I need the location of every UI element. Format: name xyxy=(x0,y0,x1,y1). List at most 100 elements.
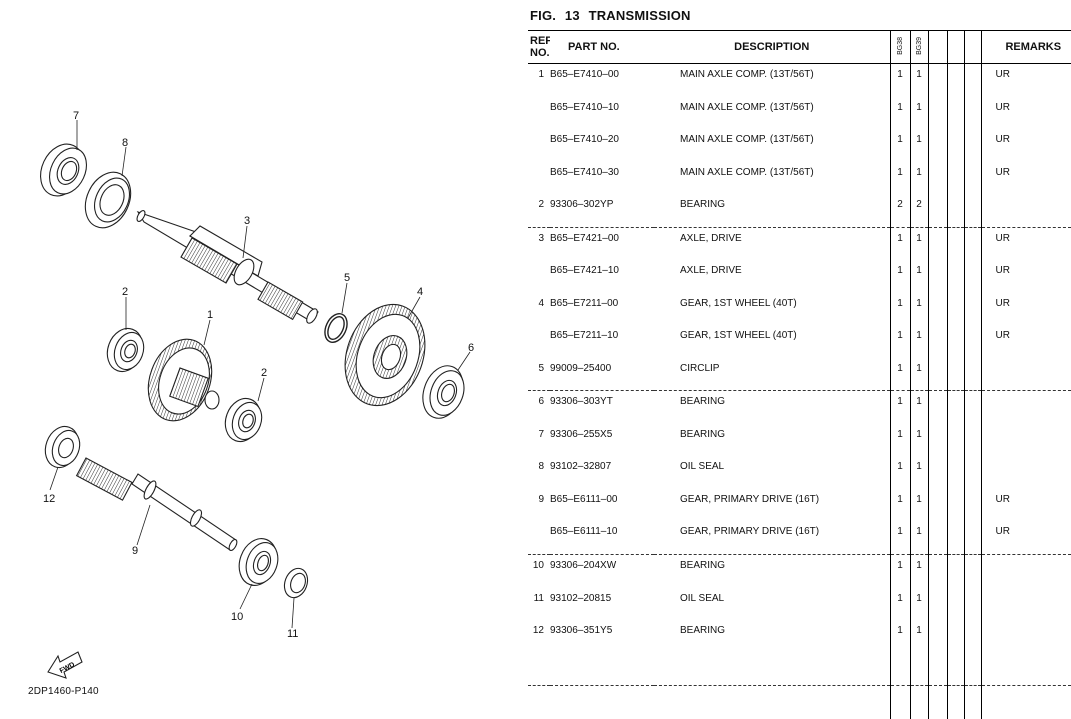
empty-cell-1 xyxy=(927,488,947,522)
blank-cell xyxy=(963,685,981,719)
part-no-cell: B65–E7410–00 xyxy=(550,69,619,80)
figure-number: 13 xyxy=(564,8,580,23)
header-empty-col-2 xyxy=(946,30,964,64)
qty-bg39-cell: 1 xyxy=(909,620,928,653)
empty-cell-1 xyxy=(927,96,947,130)
ref-no-cell xyxy=(528,260,550,293)
qty-bg39-cell: 1 xyxy=(909,161,928,195)
description-cell: BEARING xyxy=(654,390,890,424)
empty-cell-3 xyxy=(963,521,981,555)
qty-bg38-cell: 2 xyxy=(889,194,910,228)
empty-cell-2 xyxy=(946,325,964,358)
drive-axle-3-drawing xyxy=(136,210,319,324)
callout-4: 4 xyxy=(417,286,423,298)
empty-cell-1 xyxy=(927,292,947,326)
description-cell: GEAR, PRIMARY DRIVE (16T) xyxy=(680,526,820,538)
empty-cell-1 xyxy=(927,226,947,261)
empty-cell-3 xyxy=(963,357,981,391)
qty-bg38-cell: 1 xyxy=(889,226,910,261)
blank-cell xyxy=(654,685,890,719)
header-description: DESCRIPTION xyxy=(654,30,890,64)
description-cell: GEAR, PRIMARY DRIVE (16T) xyxy=(680,493,820,505)
part-no-cell: B65–E7410–30 xyxy=(550,166,619,178)
qty-bg38-cell: 1 xyxy=(889,292,910,326)
empty-cell-3 xyxy=(963,129,981,162)
header-empty-col-1 xyxy=(927,30,947,64)
empty-cell-1 xyxy=(927,390,947,424)
empty-cell-3 xyxy=(963,96,981,130)
remarks-cell: UR xyxy=(980,488,1071,522)
part-no-cell: B65–E7421–10 xyxy=(550,265,619,277)
qty-bg39-cell: 1 xyxy=(909,96,928,130)
header-part-no: PART NO. xyxy=(550,30,654,64)
blank-cell xyxy=(528,653,550,686)
description-cell: MAIN AXLE COMP. (13T/56T) xyxy=(680,166,814,178)
qty-bg39-cell: 1 xyxy=(909,325,928,358)
part-no-cell: B65–E6111–10 xyxy=(550,526,618,538)
callout-11: 11 xyxy=(287,628,298,640)
description-cell: BEARING xyxy=(680,625,726,637)
empty-cell-1 xyxy=(927,620,947,653)
oil-seal-8-drawing xyxy=(84,171,132,229)
remarks-cell xyxy=(980,587,1071,621)
empty-cell-3 xyxy=(963,456,981,489)
qty-bg39-cell: 1 xyxy=(909,488,928,522)
empty-cell-1 xyxy=(927,161,947,195)
remarks-cell xyxy=(980,620,1071,653)
blank-row xyxy=(528,685,1071,719)
fwd-arrow-icon: FWD xyxy=(47,651,83,679)
remarks-cell: UR xyxy=(980,325,1071,358)
qty-bg38-cell: 1 xyxy=(889,325,910,358)
part-no-cell: 93306–255X5 xyxy=(550,428,613,440)
callout-2-lower: 2 xyxy=(261,367,267,379)
header-model-bg38: BG38 xyxy=(889,30,910,64)
blank-cell xyxy=(550,685,654,719)
parts-table: REF.NO. PART NO. DESCRIPTION BG38 BG39 R… xyxy=(528,30,1071,719)
part-no-cell: 93102–20815 xyxy=(550,592,612,604)
callout-1: 1 xyxy=(207,309,213,321)
diagram-code: 2DP1460-P140 xyxy=(28,686,99,697)
circlip-5-drawing xyxy=(324,313,348,343)
callout-12: 12 xyxy=(43,493,55,505)
empty-cell-1 xyxy=(927,554,947,588)
empty-cell-2 xyxy=(946,587,964,621)
remarks-cell xyxy=(980,194,1071,228)
description-cell: GEAR, 1ST WHEEL (40T) xyxy=(680,330,797,342)
callout-6: 6 xyxy=(468,342,474,354)
empty-cell-3 xyxy=(963,488,981,522)
bearing-2-upper-drawing xyxy=(106,327,145,373)
blank-cell xyxy=(963,652,981,686)
remarks-cell: UR xyxy=(980,521,1071,555)
part-no-cell: 93306–351Y5 xyxy=(550,625,613,637)
description-cell: BEARING xyxy=(680,428,726,440)
empty-cell-2 xyxy=(946,620,964,653)
remarks-cell: UR xyxy=(980,226,1071,261)
qty-bg39-cell: 1 xyxy=(909,390,928,424)
description-cell: BEARING xyxy=(654,554,890,588)
ref-no-cell xyxy=(528,325,550,358)
ref-no-cell: 8 xyxy=(538,461,544,473)
part-no-cell: 93306–204XW xyxy=(550,554,654,588)
qty-bg38-cell: 1 xyxy=(889,390,910,424)
blank-cell xyxy=(980,685,1071,719)
part-no-cell: 93306–302YP xyxy=(550,199,614,211)
ref-no-cell: 9 xyxy=(538,493,544,505)
callout-3: 3 xyxy=(244,215,250,227)
ref-no-cell: 3 xyxy=(528,226,550,261)
ref-no-cell: 7 xyxy=(538,428,544,440)
ref-no-cell xyxy=(528,97,550,130)
description-cell: AXLE, DRIVE xyxy=(654,226,890,261)
blank-cell xyxy=(528,685,550,719)
qty-bg38-cell: 1 xyxy=(889,488,910,522)
qty-bg39-cell: 2 xyxy=(909,194,928,228)
ref-no-cell: 5 xyxy=(538,362,544,374)
bearing-10-drawing xyxy=(238,538,279,586)
